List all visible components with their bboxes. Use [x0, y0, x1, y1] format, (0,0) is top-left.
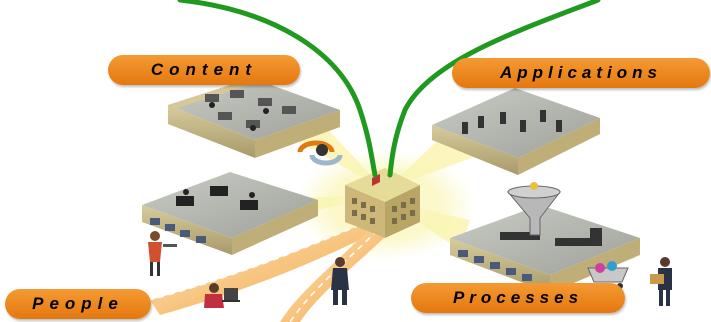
person-icon [331, 257, 349, 305]
content-room [168, 78, 340, 158]
people-room [142, 172, 318, 255]
applications-label: Applications [452, 58, 710, 88]
laptop-icon [204, 283, 240, 308]
arrow-refresh-icon [297, 140, 343, 166]
content-label: Content [108, 55, 300, 85]
green-lines [177, 0, 601, 178]
building-icon [345, 168, 420, 238]
person-icon [650, 257, 672, 306]
roads [149, 224, 390, 322]
funnel-icon [506, 182, 562, 236]
person-icon [148, 231, 177, 276]
people-label: People [5, 289, 151, 319]
processes-label: Processes [411, 283, 625, 313]
processes-room [450, 205, 640, 293]
applications-room [432, 88, 600, 175]
